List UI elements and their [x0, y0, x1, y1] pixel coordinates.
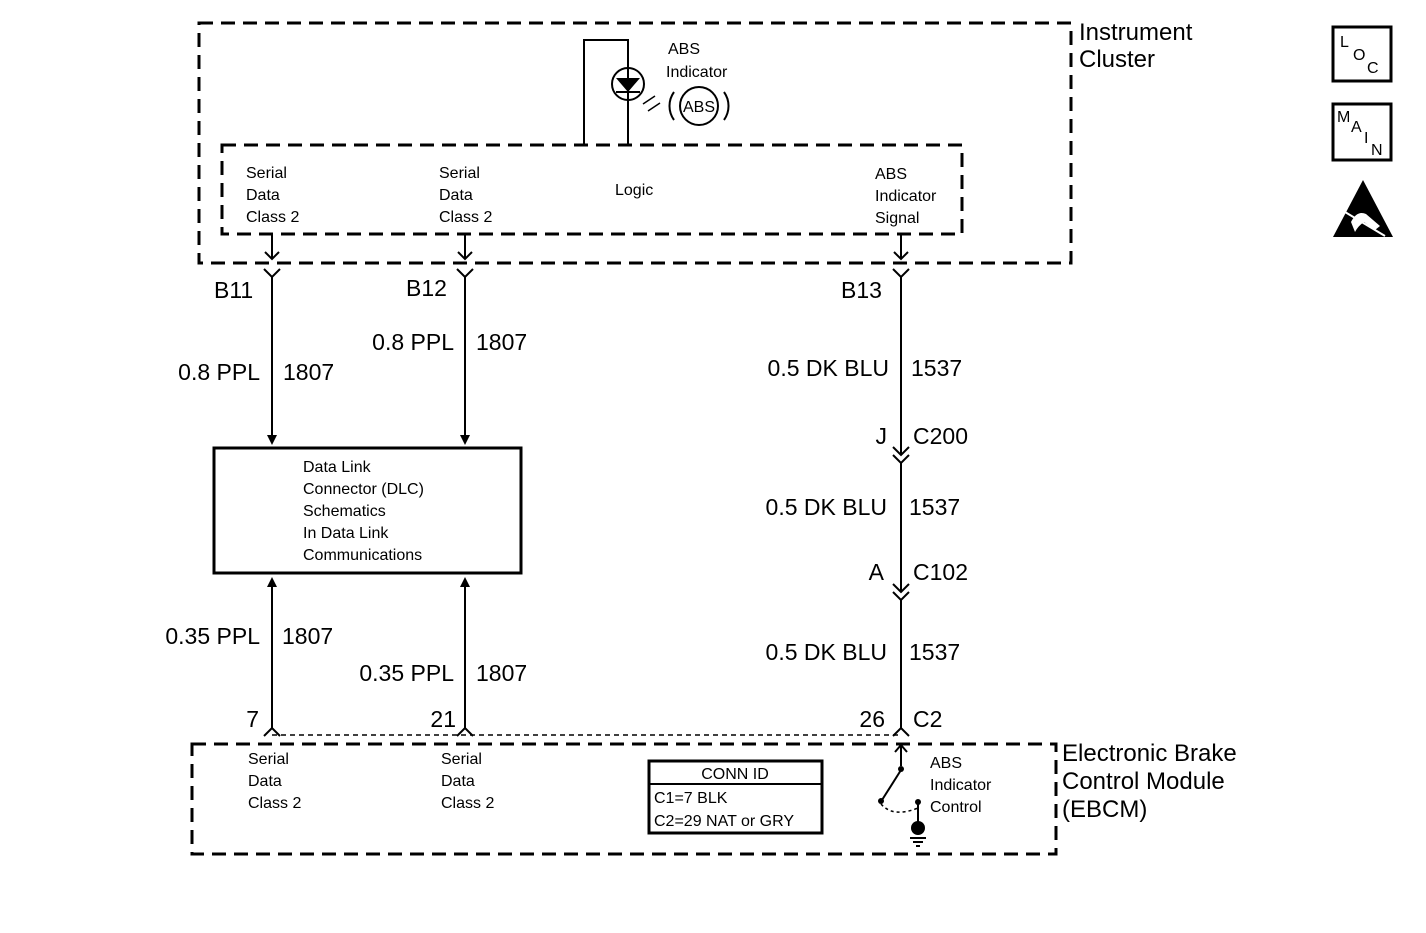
conn-id-table: CONN ID C1=7 BLK C2=29 NAT or GRY [647, 759, 824, 835]
connector-c200-label: C200 [913, 423, 968, 449]
cluster-serial-right-2: Data [439, 187, 473, 204]
connector-c2-label: C2 [913, 706, 942, 732]
loc-icon-letter-1: L [1340, 34, 1349, 51]
ebcm-serial-left-3: Class 2 [248, 795, 301, 812]
dlc-box: Data Link Connector (DLC) Schematics In … [212, 446, 523, 575]
ground-icon [910, 821, 926, 847]
instrument-cluster-boundary [197, 21, 1073, 265]
dlc-line-4: In Data Link [303, 525, 389, 542]
main-icon-letter-2: A [1351, 119, 1362, 136]
cluster-logic-boundary [220, 143, 964, 236]
ebcm-connector-marks [263, 726, 910, 737]
pin-b12-mark [456, 268, 474, 279]
wire1-circuit: 1807 [283, 359, 334, 385]
wire7-size: 0.5 DK BLU [766, 639, 887, 665]
wire5-circuit: 1537 [911, 355, 962, 381]
instrument-cluster-title-2: Cluster [1079, 46, 1155, 73]
pin-26-mark [892, 726, 910, 737]
conn-id-c1: C1=7 BLK [654, 790, 728, 807]
ebcm-serial-left-2: Data [248, 773, 282, 790]
pin-b12-label: B12 [406, 275, 447, 301]
cluster-internal-leads [264, 234, 909, 261]
indicator-feed-wire [583, 39, 629, 145]
cluster-logic-box: Serial Data Class 2 Serial Data Class 2 … [220, 143, 964, 236]
cluster-serial-left-1: Serial [246, 165, 287, 182]
cluster-connector-marks [263, 268, 910, 279]
wire4-circuit: 1807 [476, 660, 527, 686]
ebcm-abs-control-2: Indicator [930, 777, 992, 794]
esd-warning-icon [1333, 180, 1393, 237]
loc-icon: L O C [1331, 25, 1393, 83]
ebcm-title-2: Control Module [1062, 768, 1225, 795]
dlc-line-2: Connector (DLC) [303, 481, 424, 498]
wire2-circuit: 1807 [476, 329, 527, 355]
main-icon-letter-1: M [1337, 109, 1350, 126]
cluster-serial-left-2: Data [246, 187, 280, 204]
cluster-abs-signal-1: ABS [875, 166, 907, 183]
instrument-cluster: Instrument Cluster [197, 19, 1193, 265]
ebcm-serial-right-1: Serial [441, 751, 482, 768]
wire1-size: 0.8 PPL [178, 359, 260, 385]
ebcm-title-1: Electronic Brake [1062, 740, 1237, 767]
wire5-size: 0.5 DK BLU [768, 355, 889, 381]
main-icon: M A I N [1331, 102, 1393, 162]
pin-26-label: 26 [859, 706, 885, 732]
wire6-size: 0.5 DK BLU [766, 494, 887, 520]
pin-7-label: 7 [246, 706, 259, 732]
wire7-circuit: 1537 [909, 639, 960, 665]
ebcm-title-3: (EBCM) [1062, 796, 1147, 823]
dlc-line-5: Communications [303, 547, 422, 564]
pin-b13-mark [892, 268, 910, 279]
loc-icon-letter-2: O [1353, 47, 1365, 64]
cluster-abs-signal-3: Signal [875, 210, 919, 227]
wire2-size: 0.8 PPL [372, 329, 454, 355]
abs-indicator: ABS Indicator ABS [583, 39, 730, 145]
conn-id-border [647, 759, 824, 835]
cluster-serial-left-3: Class 2 [246, 209, 299, 226]
instrument-cluster-title-1: Instrument [1079, 19, 1193, 46]
ebcm-boundary [190, 742, 1058, 856]
ebcm-serial-right-2: Data [441, 773, 475, 790]
cluster-serial-right-3: Class 2 [439, 209, 492, 226]
cluster-serial-right-1: Serial [439, 165, 480, 182]
led-icon [611, 67, 645, 101]
dlc-line-3: Schematics [303, 503, 386, 520]
conn-id-c2: C2=29 NAT or GRY [654, 813, 794, 830]
connector-c102-label: C102 [913, 559, 968, 585]
cluster-abs-signal-2: Indicator [875, 188, 937, 205]
pin-b11-label: B11 [214, 277, 253, 303]
ebcm-module: Electronic Brake Control Module (EBCM) S… [190, 740, 1237, 856]
abs-indicator-label-2: Indicator [666, 64, 728, 81]
pin-7-mark [263, 726, 281, 737]
dlc-boundary [212, 446, 523, 575]
abs-lamp-text: ABS [683, 99, 715, 116]
loc-icon-letter-3: C [1367, 60, 1379, 77]
main-icon-letter-3: I [1364, 130, 1368, 147]
ebcm-serial-right-3: Class 2 [441, 795, 494, 812]
wire3-circuit: 1807 [282, 623, 333, 649]
abs-lamp-icon: ABS [668, 86, 730, 126]
connector-c200-pin: J [876, 423, 888, 449]
cluster-logic-label: Logic [615, 182, 653, 199]
abs-indicator-label-1: ABS [668, 41, 700, 58]
light-emission-icon [642, 95, 661, 112]
pin-21-mark [456, 726, 474, 737]
abs-control-switch [878, 743, 926, 847]
wire4-size: 0.35 PPL [359, 660, 454, 686]
ebcm-abs-control-1: ABS [930, 755, 962, 772]
pin-b13-label: B13 [841, 277, 882, 303]
ebcm-serial-left-1: Serial [248, 751, 289, 768]
dlc-line-1: Data Link [303, 459, 372, 476]
connector-c102-pin: A [869, 559, 885, 585]
wire3-size: 0.35 PPL [165, 623, 260, 649]
ebcm-abs-control-3: Control [930, 799, 982, 816]
main-icon-letter-4: N [1371, 142, 1383, 159]
pin-21-label: 21 [430, 706, 456, 732]
pin-b11-mark [263, 268, 281, 279]
wire6-circuit: 1537 [909, 494, 960, 520]
switch-contact [881, 769, 902, 801]
conn-id-header: CONN ID [701, 766, 769, 783]
